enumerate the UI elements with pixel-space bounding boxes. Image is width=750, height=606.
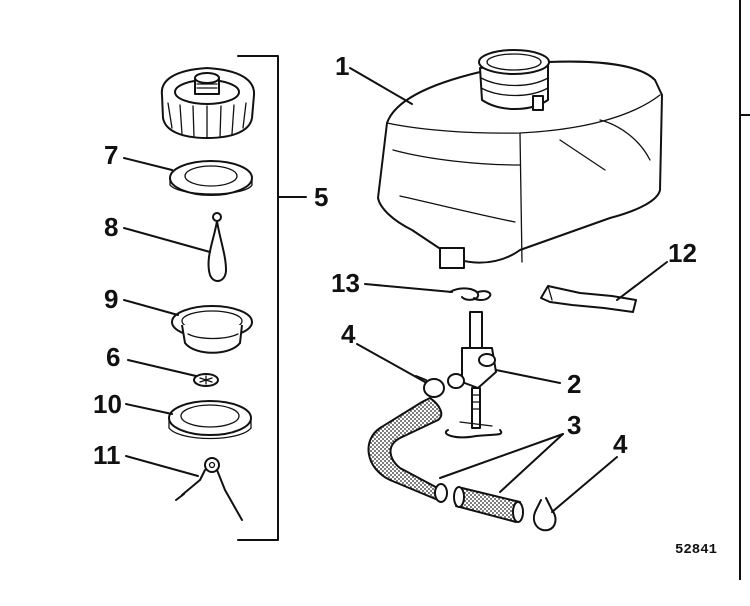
clip-13: [449, 287, 492, 301]
leader-2: [495, 369, 561, 384]
leader-13: [364, 283, 453, 293]
leader-8: [123, 227, 211, 253]
callout-4b: 4: [613, 429, 628, 459]
callout-3: 3: [567, 410, 581, 440]
gasket-10: [168, 400, 252, 440]
callout-13: 13: [331, 268, 360, 298]
hose-clamp-4-upper: [415, 375, 445, 398]
callout-9: 9: [104, 284, 118, 314]
callout-10: 10: [93, 389, 122, 419]
fuel-valve: [445, 311, 503, 439]
callout-5: 5: [314, 182, 328, 212]
callout-2: 2: [567, 369, 581, 399]
callout-8: 8: [104, 212, 118, 242]
cup-9: [171, 305, 253, 354]
leader-6: [127, 359, 197, 377]
callout-6: 6: [106, 342, 120, 372]
gasket-7: [169, 160, 253, 196]
leader-12: [616, 261, 668, 301]
leader-4a: [356, 343, 426, 383]
element-6: [193, 373, 219, 387]
leader-9: [123, 299, 179, 316]
link-11: [175, 457, 243, 521]
group-bracket-5: [237, 55, 279, 541]
tether-8: [207, 212, 227, 282]
fuel-hose-short: [453, 486, 524, 523]
leader-1: [349, 67, 413, 105]
leader-11: [125, 455, 199, 477]
leader-4b: [551, 456, 618, 513]
callout-4a: 4: [341, 319, 356, 349]
hose-clamp-4-lower: [532, 497, 557, 532]
leader-10: [125, 403, 173, 415]
leader-3b: [499, 433, 564, 493]
callout-7: 7: [104, 140, 118, 170]
fuel-tank: [377, 49, 663, 269]
leader-7: [123, 157, 173, 171]
callout-1: 1: [335, 51, 349, 81]
callout-12: 12: [668, 238, 697, 268]
filler-cap: [160, 67, 256, 139]
figure-number: 52841: [675, 542, 717, 558]
leader-3a: [439, 433, 564, 479]
bracket-12: [540, 285, 637, 313]
fuel-hose-long: [367, 397, 448, 503]
callout-11: 11: [93, 440, 121, 470]
